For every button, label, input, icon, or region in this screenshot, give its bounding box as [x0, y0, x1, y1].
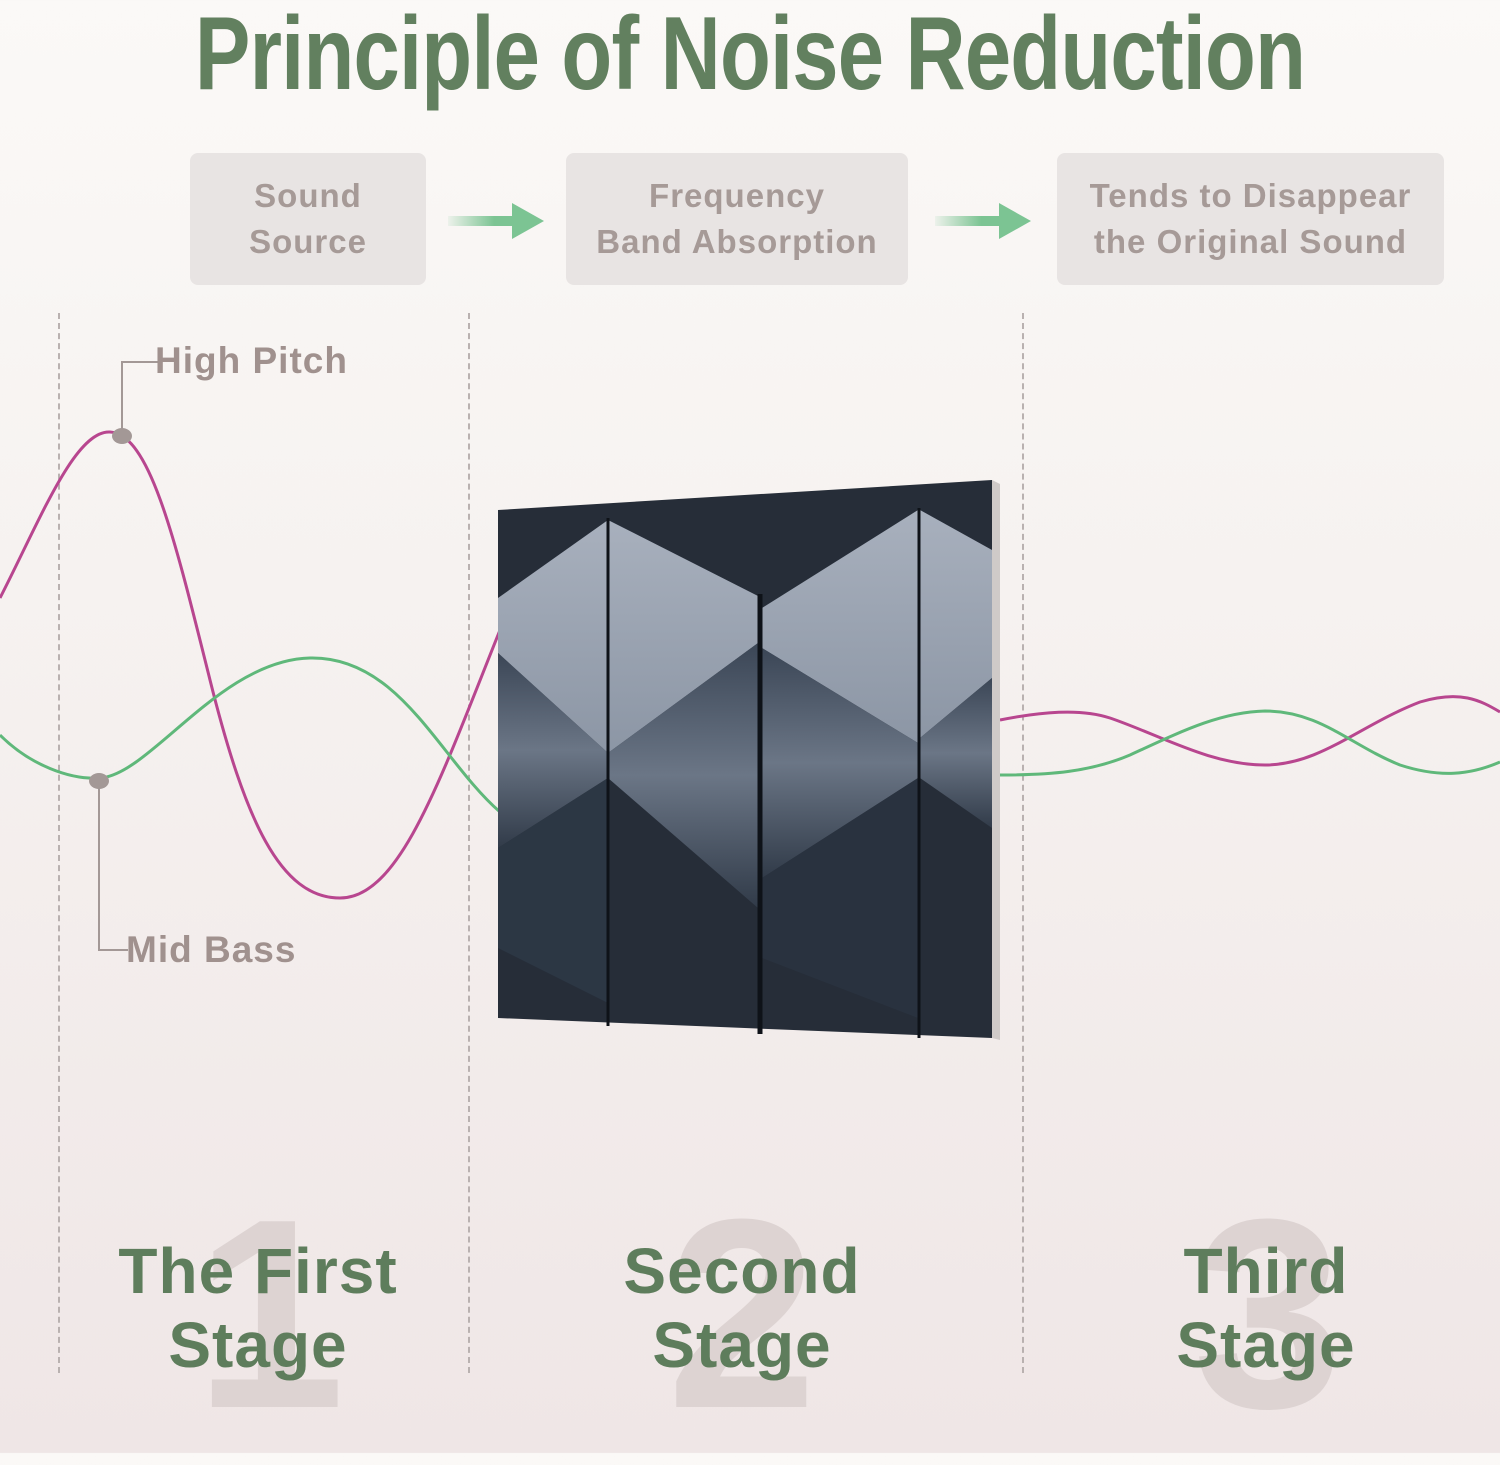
stage-label-1: The First Stage: [48, 1234, 468, 1382]
right-arrow-icon: [448, 203, 544, 239]
step-text: Frequency: [649, 177, 825, 214]
stage-label-2: Second Stage: [532, 1234, 952, 1382]
mid-bass-wave-reduced: [999, 709, 1500, 777]
high-pitch-marker: [112, 428, 132, 444]
stage-label-line: Third: [1183, 1235, 1349, 1307]
stage-label-line: Stage: [1176, 1309, 1356, 1381]
stage-number-1: 1: [194, 1164, 346, 1465]
step-box-sound-source: Sound Source: [190, 153, 426, 285]
high-pitch-wave-reduced: [999, 695, 1500, 767]
stage-label-3: Third Stage: [1056, 1234, 1476, 1382]
stage-label-line: The First: [118, 1235, 398, 1307]
mid-bass-callout-line: [98, 780, 128, 951]
step-text: the Original Sound: [1093, 223, 1408, 260]
stage-number-3: 3: [1192, 1164, 1344, 1465]
stage-number-2: 2: [666, 1164, 818, 1465]
mid-bass-wave: [0, 656, 501, 814]
stage-divider: [1022, 313, 1024, 1373]
step-box-disappear: Tends to Disappear the Original Sound: [1057, 153, 1444, 285]
stage-divider: [468, 313, 470, 1373]
stage-divider: [58, 313, 60, 1373]
high-pitch-callout-line: [121, 361, 158, 436]
stage-label-line: Stage: [168, 1309, 348, 1381]
high-pitch-wave: [0, 430, 502, 900]
acoustic-panel-image: [498, 480, 1000, 1040]
right-arrow-icon: [935, 203, 1031, 239]
stage-label-line: Stage: [652, 1309, 832, 1381]
page-title: Principle of Noise Reduction: [194, 0, 1306, 112]
mid-bass-marker: [89, 773, 109, 789]
step-text: Sound: [254, 177, 362, 214]
step-text: Source: [249, 223, 367, 260]
step-box-frequency-band-absorption: Frequency Band Absorption: [566, 153, 908, 285]
step-text: Band Absorption: [596, 223, 878, 260]
step-text: Tends to Disappear: [1089, 177, 1412, 214]
high-pitch-label: High Pitch: [155, 340, 348, 381]
stage-label-line: Second: [623, 1235, 861, 1307]
mid-bass-label: Mid Bass: [126, 929, 297, 970]
